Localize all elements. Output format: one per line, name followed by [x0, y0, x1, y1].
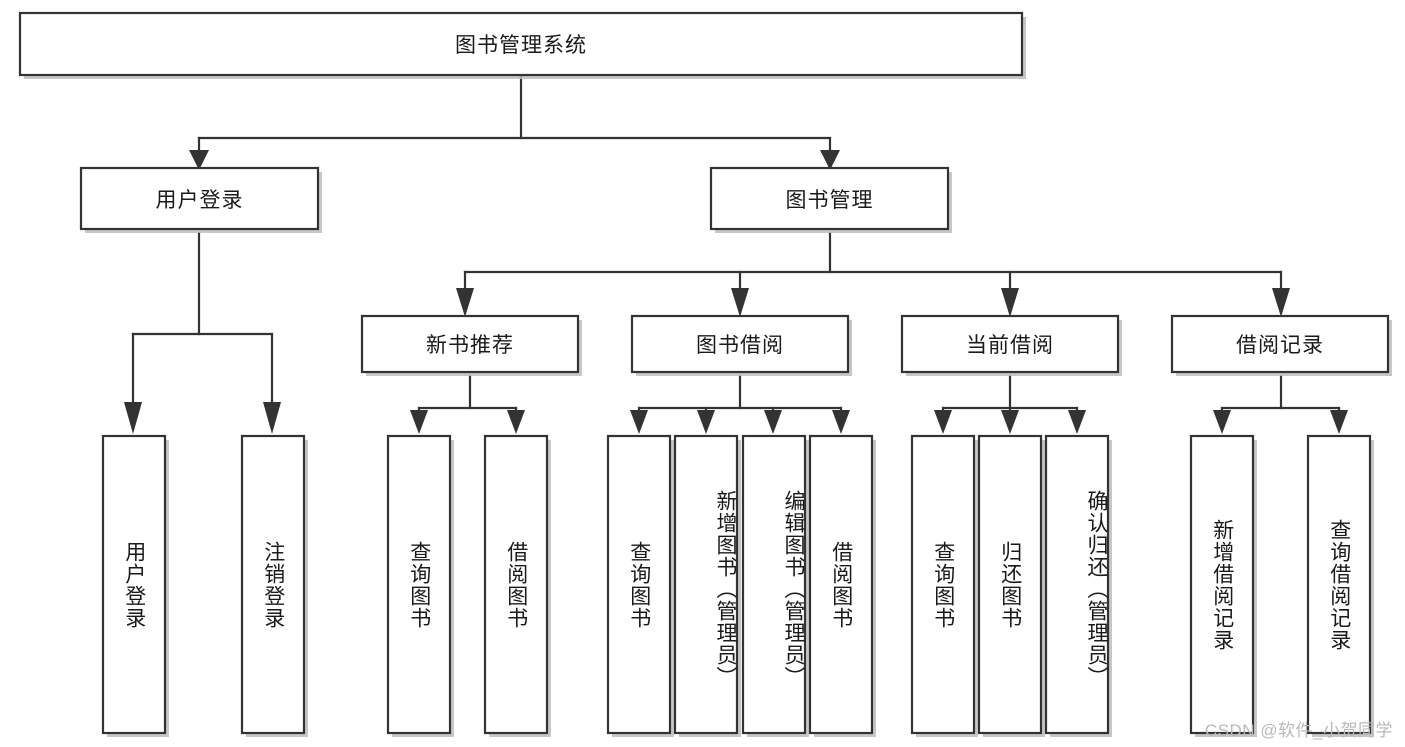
leaf-bb-add-box[interactable] [673, 434, 739, 735]
arrowhead-book-manage [820, 150, 840, 170]
arrowhead-nb-query [410, 410, 428, 434]
arrowhead-nb-borrow [507, 410, 525, 434]
arrowhead-current-borrow [1001, 288, 1019, 317]
arrowhead-br-query [1330, 410, 1348, 434]
leaf-cb-confirm-box[interactable] [1044, 434, 1110, 735]
node-root-box[interactable] [18, 11, 1024, 77]
arrowhead-bb-edit [764, 410, 782, 434]
arrowhead-br-add [1213, 410, 1231, 434]
leaf-cb-query-box[interactable] [910, 434, 976, 735]
arrowhead-new-book [456, 288, 474, 317]
leaf-logout-box[interactable] [240, 434, 306, 735]
arrowhead-user-login [189, 150, 209, 170]
csdn-watermark: CSDN @软件_小贺同学 [1204, 721, 1393, 740]
leaf-br-query-box[interactable] [1306, 434, 1372, 735]
arrowhead-borrow-record [1272, 288, 1290, 317]
node-user-login-box[interactable] [79, 166, 320, 231]
arrowhead-bb-add [697, 410, 715, 434]
node-book-manage-box[interactable] [709, 166, 950, 231]
arrowhead-bb-query [630, 410, 648, 434]
node-book-borrow-box[interactable] [630, 314, 850, 374]
node-layer [18, 11, 1392, 737]
node-current-borrow-box[interactable] [900, 314, 1120, 374]
arrowhead-cb-query [934, 410, 952, 434]
arrowhead-cb-confirm [1068, 410, 1086, 434]
node-borrow-record-box[interactable] [1170, 314, 1390, 374]
node-new-book-box[interactable] [360, 314, 580, 374]
arrowhead-cb-return [1001, 410, 1019, 434]
arrowhead-bb-borrow [832, 410, 850, 434]
connector-layer [124, 75, 1348, 434]
leaf-br-add-box[interactable] [1189, 434, 1255, 735]
leaf-user-login-box[interactable] [101, 434, 167, 735]
arrowhead-leaf-logout [263, 402, 281, 434]
arrowhead-book-borrow [731, 288, 749, 317]
leaf-bb-edit-box[interactable] [741, 434, 807, 735]
leaf-bb-query-box[interactable] [606, 434, 672, 735]
leaf-nb-borrow-box[interactable] [483, 434, 549, 735]
arrowhead-leaf-user-login [124, 402, 142, 434]
leaf-nb-query-box[interactable] [386, 434, 452, 735]
leaf-cb-return-box[interactable] [977, 434, 1043, 735]
leaf-bb-borrow-box[interactable] [808, 434, 874, 735]
